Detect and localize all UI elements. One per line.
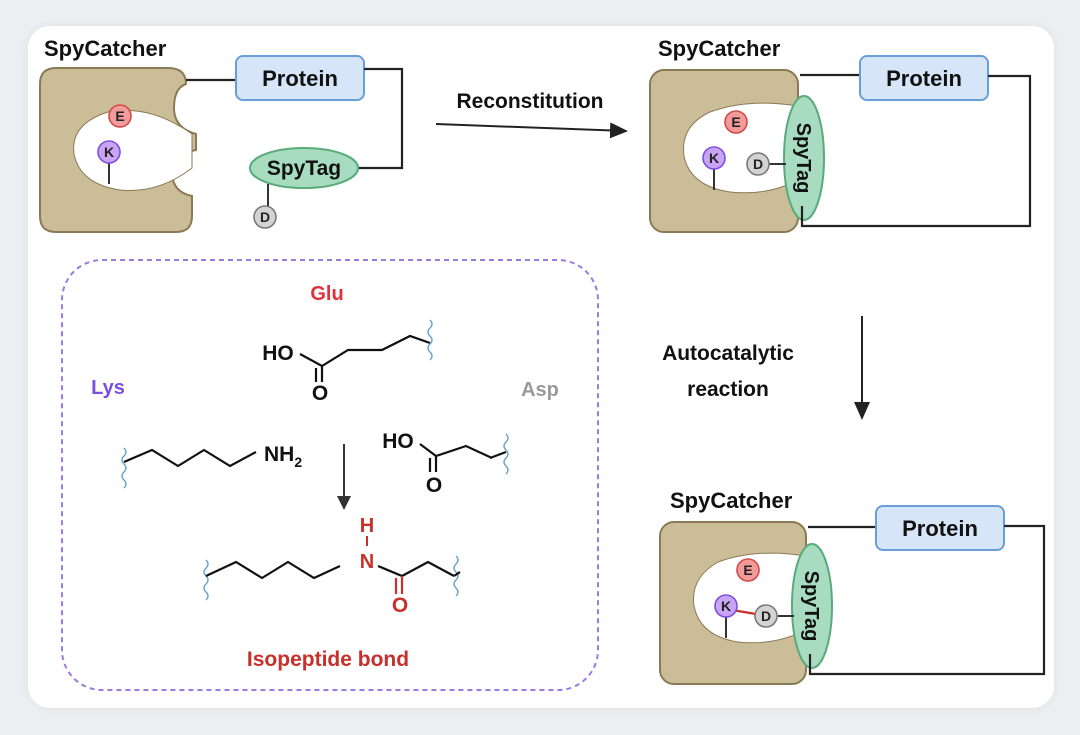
binding-pocket <box>693 552 807 644</box>
residue-e-label: E <box>115 108 124 124</box>
residue-k-label: K <box>709 150 719 166</box>
product-carbonyl-o: O <box>392 594 408 617</box>
aspartate-residue <box>754 604 778 628</box>
residue-e-label: E <box>731 114 740 130</box>
reconstitution-arrow: Reconstitution <box>435 90 628 139</box>
lysine-structure: NH2 <box>121 443 302 489</box>
glutamate-residue <box>724 110 748 134</box>
residue-k-label: K <box>104 144 114 160</box>
reaction-label: reaction <box>687 378 769 401</box>
aspartate-residue <box>746 152 770 176</box>
chemistry-box: Glu Lys Asp HO O NH2 HO O <box>61 259 599 691</box>
glu-hydroxyl: HO <box>262 342 294 365</box>
spycatcher-title: SpyCatcher <box>670 488 793 513</box>
asp-carbonyl-o: O <box>426 474 442 497</box>
lys-label: Lys <box>91 377 125 399</box>
spytag-label: SpyTag <box>800 571 822 642</box>
dashed-border <box>61 259 599 691</box>
linker-line <box>800 74 1032 228</box>
glutamate-structure: HO O <box>262 319 433 405</box>
lysine-residue <box>97 140 121 164</box>
lys-nh: NH <box>264 443 294 466</box>
product-n: N <box>360 551 374 573</box>
linker-line <box>808 524 1046 676</box>
aspartate-structure: HO O <box>382 430 509 497</box>
spycatcher-title: SpyCatcher <box>658 36 781 61</box>
isopeptide-bond-label: Isopeptide bond <box>247 648 409 671</box>
protein-box <box>235 55 365 101</box>
protein-label: Protein <box>886 66 962 91</box>
binding-pocket <box>683 102 799 194</box>
lys-nh-subscript: 2 <box>294 454 302 470</box>
spycatcher-title: SpyCatcher <box>44 36 167 61</box>
asp-hydroxyl: HO <box>382 430 414 453</box>
panel-final: SpyCatcher SpyTag Protein E K D <box>659 488 1046 685</box>
residue-d-label: D <box>753 156 763 172</box>
glutamate-residue <box>736 558 760 582</box>
protein-label: Protein <box>902 516 978 541</box>
residue-e-label: E <box>743 562 752 578</box>
lysine-residue <box>714 594 738 618</box>
asp-label: Asp <box>521 379 559 401</box>
glu-label: Glu <box>310 283 343 305</box>
glutamate-residue <box>108 104 132 128</box>
aspartate-residue <box>253 205 277 229</box>
spytag-oval <box>783 95 825 221</box>
spytag-label: SpyTag <box>792 123 814 194</box>
panel-before: SpyCatcher E K Protein SpyTag D <box>39 36 404 233</box>
spytag-oval <box>791 543 833 669</box>
protein-box <box>875 505 1005 551</box>
autocatalytic-label: Autocatalytic <box>662 342 794 365</box>
figure-card <box>28 26 1054 708</box>
reconstitution-label: Reconstitution <box>457 90 604 113</box>
product-h: H <box>360 515 374 537</box>
spytag-label: SpyTag <box>267 157 341 180</box>
autocatalytic-arrow: Autocatalytic reaction <box>662 316 870 420</box>
residue-k-label: K <box>721 598 731 614</box>
protein-label: Protein <box>262 66 338 91</box>
protein-box <box>859 55 989 101</box>
binding-pocket <box>73 109 193 192</box>
panel-after: SpyCatcher SpyTag Protein E K D <box>649 36 1032 233</box>
glu-carbonyl-o: O <box>312 382 328 405</box>
lysine-residue <box>702 146 726 170</box>
linker-line <box>352 67 404 170</box>
lys-amine: NH2 <box>264 443 302 470</box>
residue-d-label: D <box>260 209 270 225</box>
isopeptide-product: H N O <box>203 515 461 617</box>
residue-d-label: D <box>761 608 771 624</box>
spytag-oval <box>249 147 359 189</box>
